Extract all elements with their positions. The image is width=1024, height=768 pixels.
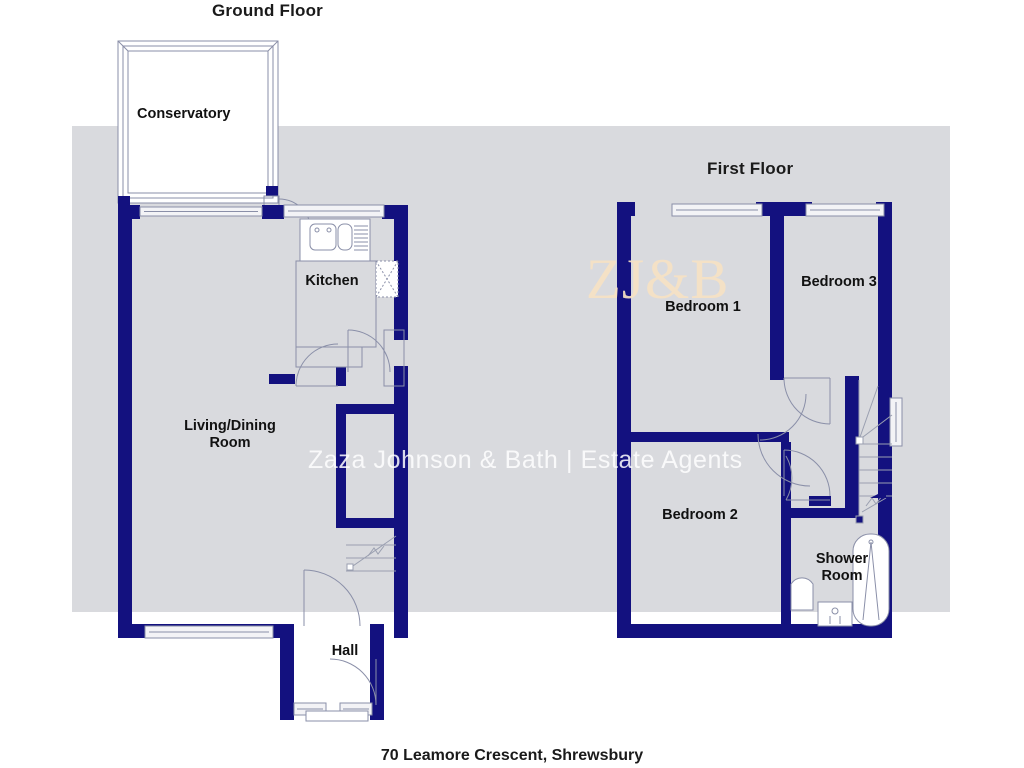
ff-wall-shower-top [781, 508, 859, 518]
wc-pan [831, 607, 839, 615]
door-shower-swing [785, 455, 793, 501]
conservatory-structure [117, 40, 279, 204]
door-front-swing [329, 658, 377, 706]
ff-stair-winder-1 [858, 414, 893, 441]
first-floor-stairs [855, 380, 893, 524]
room-label-conservatory: Conservatory [137, 106, 231, 122]
conservatory-glass-line [127, 50, 269, 194]
ff-stair-direction-arrow [861, 497, 887, 513]
room-label-bedroom-3: Bedroom 3 [801, 274, 877, 290]
ff-stair-arrowhead [865, 495, 883, 507]
gf-wall-hall-right [370, 624, 384, 720]
room-label-living-dining: Living/Dining Room [184, 418, 276, 451]
shower-enclosure [852, 533, 890, 627]
ground-floor-windows [139, 204, 385, 722]
gf-wall-stair-bottom [336, 518, 396, 528]
conservatory-corner-bevel-tr [267, 40, 279, 52]
gf-wall-right-kitchen [394, 205, 408, 340]
conservatory-post-right [266, 186, 278, 196]
conservatory-corner-bevel-tl [117, 40, 129, 52]
door-bedroom1-swing [757, 433, 811, 487]
kitchen-tall-unit [295, 346, 363, 368]
property-address: 70 Leamore Crescent, Shrewsbury [380, 747, 644, 764]
ff-wall-top-left-stub [617, 202, 635, 216]
gf-wall-kitchen-partition-left [269, 374, 295, 384]
gf-wall-left-outer [118, 205, 132, 638]
ff-stair-nose [870, 490, 886, 498]
shower-head [868, 539, 874, 545]
room-label-bedroom-1: Bedroom 1 [665, 299, 741, 315]
ff-stair-newel-bottom [855, 515, 864, 524]
ground-floor-plan [117, 40, 408, 722]
gf-wall-stair-partition [336, 404, 346, 528]
ground-floor-stairs [346, 535, 397, 572]
first-floor-title: First Floor [707, 159, 794, 178]
door-frame-right [383, 329, 405, 387]
gf-stair-arrowhead [367, 545, 385, 557]
room-label-kitchen: Kitchen [305, 273, 359, 289]
ff-wall-stair-right [878, 376, 892, 436]
ff-wall-bottom [617, 624, 892, 638]
room-label-shower-room: Shower Room [815, 551, 869, 584]
ff-wall-bed1-bed3-divider [770, 216, 784, 376]
gf-wall-top-left [118, 205, 140, 219]
gf-wall-mid-horizontal [336, 404, 396, 414]
door-bedroom1-swing-2 [759, 393, 807, 441]
ground-floor-doors [295, 329, 405, 706]
shower-tray-drain [862, 541, 880, 621]
first-floor-walls [617, 202, 892, 638]
ff-wall-bed2-shower-divider [781, 442, 791, 624]
gf-stair-newel [346, 563, 354, 571]
door-kitchen-living-swing [295, 343, 339, 387]
ff-wall-top-mid [756, 202, 812, 216]
gf-wall-right-lower [394, 366, 408, 638]
ff-wall-landing-stub [809, 496, 831, 506]
first-floor-plan [617, 202, 903, 638]
ground-floor-title: Ground Floor [212, 1, 323, 20]
kitchen-drainer-grooves [354, 225, 368, 251]
door-bedroom3-swing [783, 377, 831, 425]
door-kitchen-to-hall-swing [347, 329, 391, 373]
first-floor-doors [757, 377, 831, 501]
wash-basin [790, 577, 814, 611]
kitchen-tap-left [314, 227, 320, 233]
kitchen-hob-x2 [375, 260, 399, 298]
room-label-hall: Hall [331, 643, 359, 659]
ff-stair-newel-top [855, 436, 864, 445]
ground-floor-walls [118, 205, 408, 720]
ff-wall-bed1-bed2-divider [631, 432, 789, 442]
ff-stair-winder-2 [858, 385, 879, 441]
ff-wall-stair-left [845, 376, 859, 518]
first-floor-windows [671, 203, 903, 447]
ff-wall-left [617, 202, 631, 638]
gf-wall-hall-left [280, 624, 294, 720]
room-label-bedroom-2: Bedroom 2 [662, 507, 738, 523]
gf-wall-kitchen-door-jamb [336, 370, 346, 386]
gf-wall-top-kitchen-left [262, 205, 284, 219]
kitchen-drainer [337, 223, 353, 251]
hall-front-step [305, 710, 369, 722]
door-bedroom2-swing [783, 449, 831, 497]
shower-room-fittings [790, 533, 890, 627]
gf-stair-direction-arrow [349, 535, 397, 569]
ff-wall-bed3-landing [770, 370, 784, 380]
door-hall-living-swing [303, 569, 361, 627]
kitchen-tap-right [326, 227, 332, 233]
kitchen-sink-basin [309, 223, 337, 251]
conservatory-post-left [118, 196, 130, 207]
